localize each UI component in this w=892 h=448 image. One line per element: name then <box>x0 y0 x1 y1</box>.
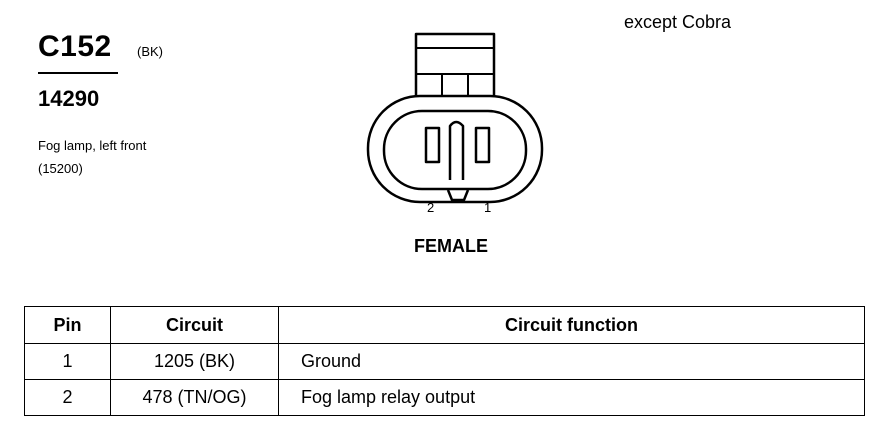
connector-body-inner <box>382 109 528 191</box>
variant-note: except Cobra <box>624 12 732 32</box>
pin-2-terminal <box>424 126 441 164</box>
connector-body-outer <box>366 94 544 204</box>
part-number: 14290 <box>38 86 100 111</box>
table-header-row: Pin Circuit Circuit function <box>24 306 865 344</box>
cell-circuit: 1205 (BK) <box>110 343 279 380</box>
title-underline <box>38 72 118 74</box>
connector-lock-tab-slots <box>416 73 494 98</box>
header-pin: Pin <box>24 306 111 344</box>
table-row: 2 478 (TN/OG) Fog lamp relay output <box>24 379 865 416</box>
connector-center-key <box>448 120 465 180</box>
connector-bottom-latch <box>446 189 470 202</box>
connector-gender-label: FEMALE <box>414 236 488 256</box>
connector-face-diagram <box>366 32 544 204</box>
cell-circuit: 478 (TN/OG) <box>110 379 279 416</box>
connector-lock-tab <box>414 32 496 98</box>
cell-circuit-function: Fog lamp relay output <box>278 379 865 416</box>
pinout-table: Pin Circuit Circuit function 1 1205 (BK)… <box>24 306 865 416</box>
connector-id: C152 <box>38 30 112 63</box>
cell-circuit-function: Ground <box>278 343 865 380</box>
pin-label-1: 1 <box>484 200 492 215</box>
cell-pin: 2 <box>24 379 111 416</box>
table-row: 1 1205 (BK) Ground <box>24 343 865 380</box>
header-circuit: Circuit <box>110 306 279 344</box>
connector-reference: (15200) <box>38 161 83 176</box>
pin-label-2: 2 <box>427 200 435 215</box>
connector-description: Fog lamp, left front <box>38 138 147 153</box>
header-circuit-function: Circuit function <box>278 306 865 344</box>
connector-color-code: (BK) <box>137 44 163 59</box>
pin-1-terminal <box>474 126 491 164</box>
cell-pin: 1 <box>24 343 111 380</box>
